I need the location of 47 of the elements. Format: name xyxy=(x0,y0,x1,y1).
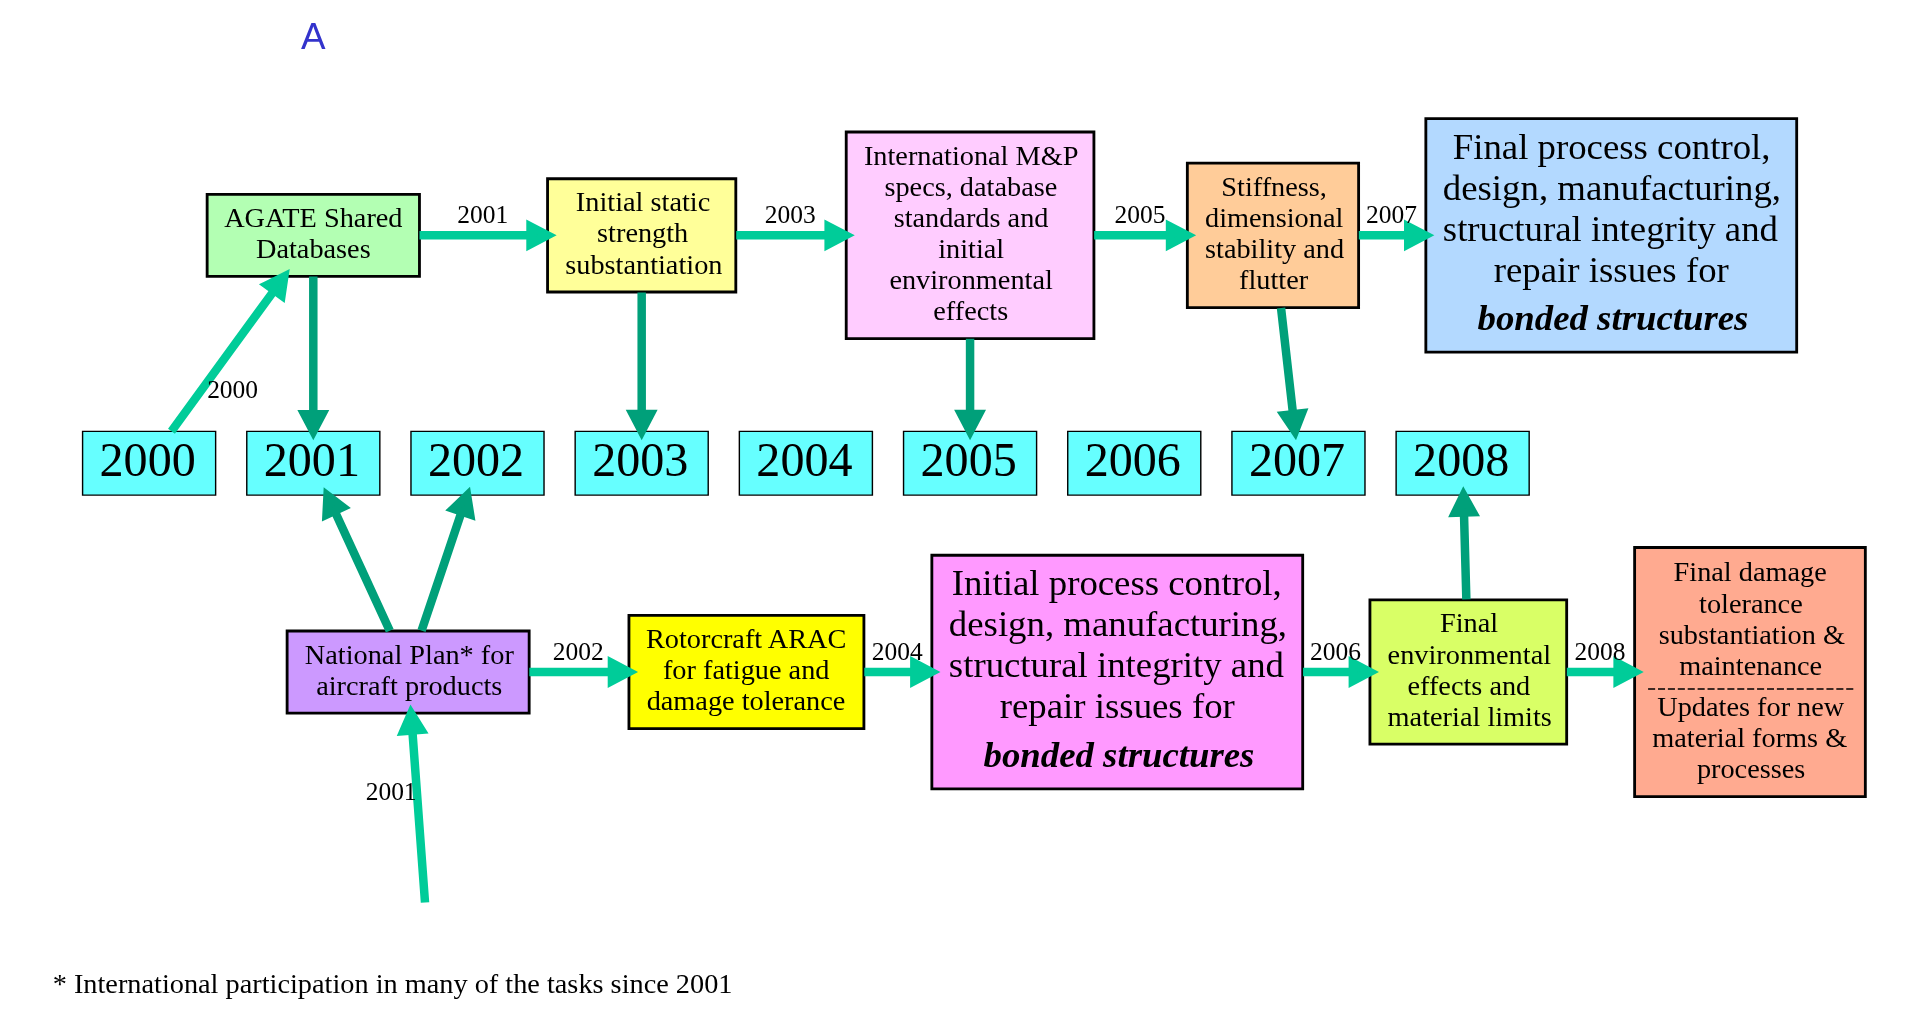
arrow xyxy=(396,704,430,903)
label: A xyxy=(301,15,326,57)
arrow xyxy=(419,219,557,252)
arrow xyxy=(625,292,658,441)
arrow xyxy=(297,276,330,441)
node-box: Stiffness, dimensional stability and flutter xyxy=(1185,161,1361,309)
arrow xyxy=(1448,486,1481,600)
edge-label: 2004 xyxy=(871,636,923,666)
node-box: Final damage tolerance substantiation & maintenance Updates for new material forms & processes xyxy=(1633,546,1867,798)
label: * International participation in many of the tasks since 2001 xyxy=(52,967,733,999)
arrow xyxy=(529,656,639,688)
edge-label: 2006 xyxy=(1310,636,1362,666)
node-box: 2008 xyxy=(1395,430,1530,496)
node-box: Rotorcraft ARAC for fatigue and damage tolerance xyxy=(627,614,866,731)
node-box: Initial process control, design, manufacturing, structural integrity and repair issues for bonded structures xyxy=(930,553,1305,791)
edge-label: 2008 xyxy=(1574,636,1626,666)
arrow xyxy=(736,219,855,252)
node-box: 2005 xyxy=(902,430,1038,496)
arrow xyxy=(864,656,941,688)
edge-label: 2000 xyxy=(207,374,259,404)
node-box: 2000 xyxy=(81,430,217,496)
arrow xyxy=(321,487,394,633)
arrow xyxy=(954,338,986,441)
node-box: 2004 xyxy=(738,430,874,496)
node-box: Final environmental effects and material limits xyxy=(1368,598,1569,746)
node-box: International M&P specs, database standards and initial environmental effects xyxy=(844,130,1096,341)
node-box: 2003 xyxy=(574,430,709,496)
arrow xyxy=(1276,307,1309,441)
arrow xyxy=(1094,219,1197,252)
node-box: Final process control, design, manufacturing, structural integrity and repair issues for bonded structures xyxy=(1424,117,1799,354)
edge-label: 2005 xyxy=(1114,200,1166,230)
arrow xyxy=(1303,656,1379,688)
node-box: National Plan* for aircraft products xyxy=(285,629,531,715)
edge-label: 2003 xyxy=(764,200,816,230)
node-box: 2006 xyxy=(1067,430,1202,496)
node-box: AGATE Shared Databases xyxy=(205,192,421,278)
arrow xyxy=(168,269,290,434)
edge-label: 2002 xyxy=(552,636,604,666)
edge-label: 2001 xyxy=(457,200,509,230)
node-box: 2001 xyxy=(246,430,381,496)
node-box: 2007 xyxy=(1231,430,1366,496)
arrow xyxy=(1566,656,1644,688)
edge-label: 2007 xyxy=(1366,200,1417,230)
arrow xyxy=(417,486,476,633)
node-box: Initial static strength substantiation xyxy=(546,177,738,294)
node-box: 2002 xyxy=(410,430,545,496)
arrow xyxy=(1358,219,1435,252)
